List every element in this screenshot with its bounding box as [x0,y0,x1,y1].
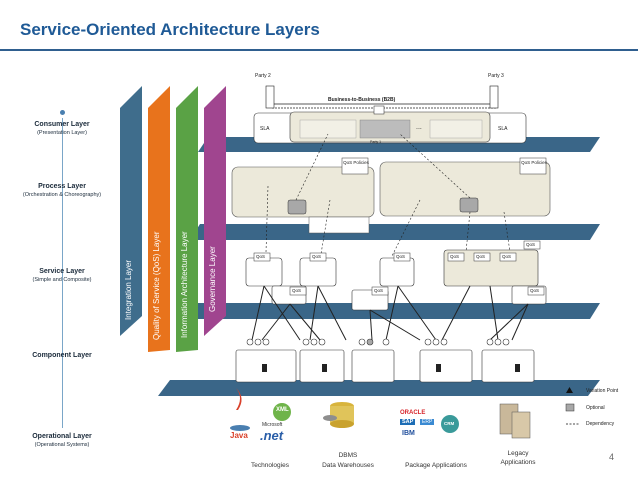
process-plane [190,224,600,240]
erp-logo-text: ERP [420,419,435,425]
process-optional-right [459,197,479,213]
component-interfaces [246,338,510,346]
qos-tag-3: QoS [396,254,406,259]
process-layer-label: Process Layer [38,183,86,190]
service-layer-label: Service Layer [39,268,85,275]
xml-logo-text: XML [276,407,289,413]
b2b-label: Business-to-Business (B2B) [328,97,396,103]
dbms-label: DBMS [338,452,358,459]
party3-component [489,85,499,109]
consumer-layer-sub: (Presentation Layer) [37,130,87,136]
sla-right-label: SLA [498,126,508,132]
microsoft-logo-text: Microsoft [262,422,283,428]
operational-layer-label: Operational Layer [32,433,92,440]
timeline-dot [60,110,65,115]
process-box-left [231,166,375,218]
integration-bar [120,86,142,336]
qos-tag-1: QoS [256,254,266,259]
java-logo-text: Java [230,431,248,440]
process-layer-sub: (Orchestration & Choreography) [22,192,102,198]
java-icon [230,388,250,431]
ibm-logo-text: IBM [402,430,415,437]
legend-variation-point: Variation Point [586,388,619,394]
party2-label: Party 2 [255,73,271,79]
oracle-logo-text: ORACLE [400,410,426,416]
b2b-sub-a [299,119,357,139]
process-box-right [379,161,551,217]
qos-tag-5: QoS [476,254,486,259]
xml-globe-icon [273,403,291,421]
qos-policies-right: QoS Policies [521,160,547,165]
party1-label: Party 1 [370,140,382,144]
crm-logo-text: CRM [444,421,455,426]
qos-policies-left-box [341,157,369,175]
process-sub-box [308,216,370,234]
qos-tag-4: QoS [450,254,460,259]
info-arch-layer-label: Information Architecture Layer [180,231,189,338]
qos-tag-8: QoS [292,288,302,293]
qos-tag-10: QoS [530,288,540,293]
crm-icon [441,415,459,433]
net-logo-text: .net [260,428,284,443]
qos-policies-left: QoS Policies [343,160,369,165]
governance-layer-label: Governance Layer [208,246,217,312]
service-layer-sub: (Simple and Composite) [32,277,92,283]
qos-tags [253,240,545,296]
component-links [251,285,529,341]
variation-point-icon [566,387,573,393]
service-plane [182,303,600,319]
legend-optional: Optional [586,405,605,411]
info-arch-bar [176,86,198,352]
technologies-label: Technologies [251,462,289,469]
page-title: Service-Oriented Architecture Layers [20,20,320,39]
component-icons [262,364,520,372]
qos-bar [148,86,170,352]
qos-tag-6: QoS [502,254,512,259]
component-layer-label: Component Layer [32,352,92,359]
consumer-layer-label: Consumer Layer [34,121,90,128]
party2-component [265,85,275,109]
legacy-label: Legacy [507,450,529,457]
optional-icon [565,403,575,412]
dependency-lines [265,133,511,261]
b2b-sub-b [359,119,411,139]
qos-policies-right-box [519,157,547,175]
sla-left-label: SLA [260,126,270,132]
component-plane [158,380,600,396]
legend-dependency: Dependency [586,421,615,427]
sap-logo-text: SAP [400,419,416,425]
server-icon [499,403,531,439]
operational-layer-sub: (Operational Systems) [34,442,90,448]
timeline-line [62,118,63,428]
component-boxes [235,349,535,383]
qos-tag-9: QoS [374,288,384,293]
qos-tag-2: QoS [312,254,322,259]
title-rule [0,49,638,51]
qos-layer-label: Quality of Service (QoS) Layer [152,231,161,340]
party1-component [373,105,385,115]
governance-bar [204,86,226,336]
package-applications-label: Package Applications [405,462,467,469]
data-warehouses-label: Data Warehouses [322,462,374,469]
ellipsis-label: ... [416,124,422,131]
party3-label: Party 3 [488,73,504,79]
qos-tag-7: QoS [526,242,536,247]
integration-layer-label: Integration Layer [124,259,133,320]
applications-label: Applications [500,459,536,466]
b2b-sub-c [429,119,483,139]
page-number: 4 [608,452,614,462]
database-icon [323,402,354,428]
process-optional-left [287,199,307,215]
